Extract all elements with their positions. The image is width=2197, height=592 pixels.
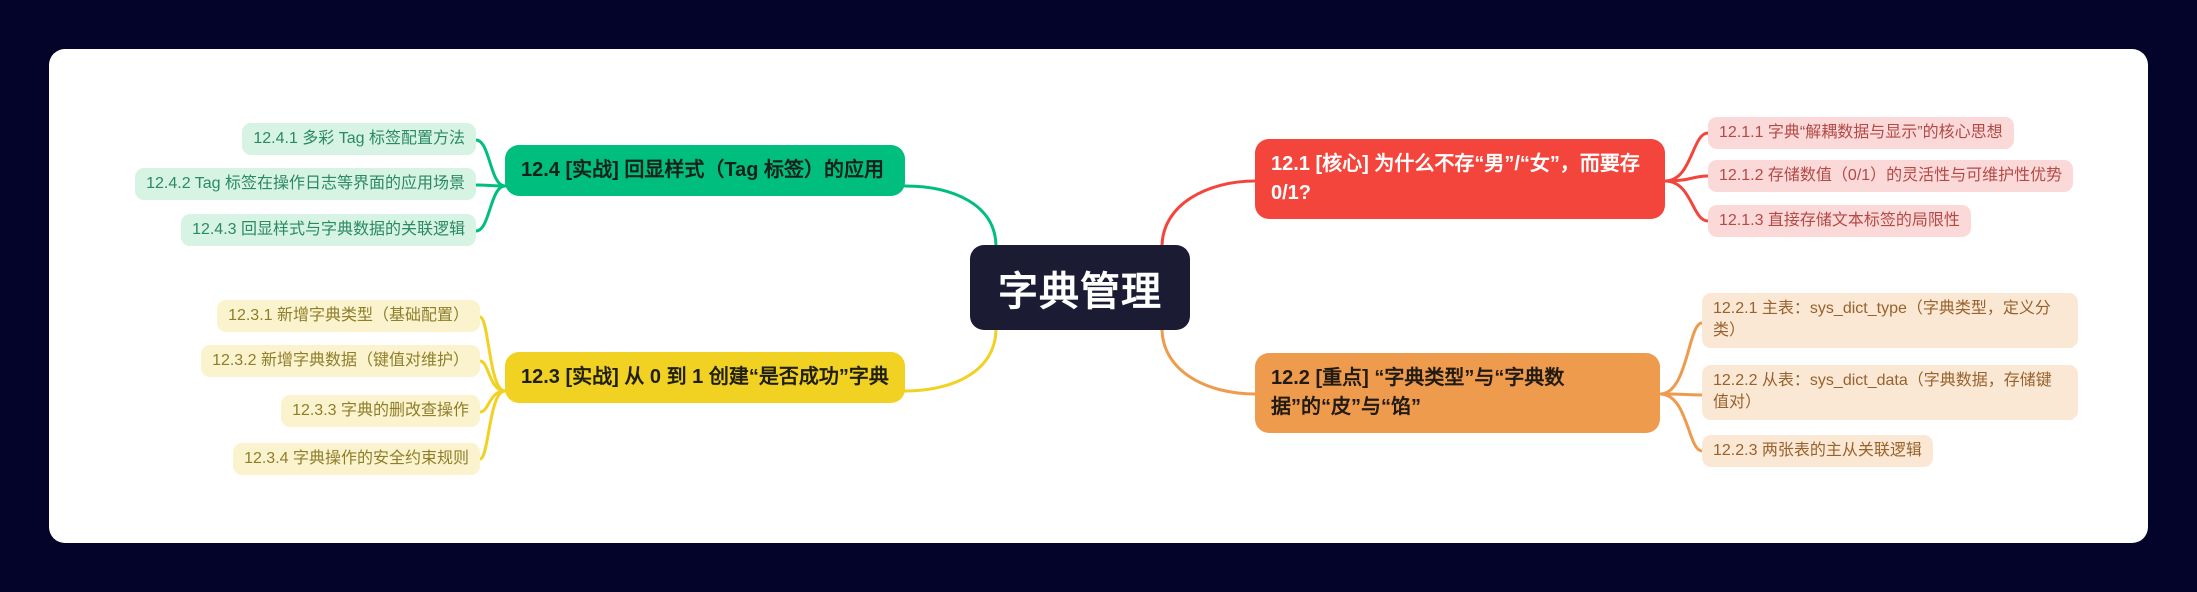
subtopic-12-4-2[interactable]: 12.4.2 Tag 标签在操作日志等界面的应用场景 [135, 168, 476, 201]
subtopic-12-2-3[interactable]: 12.2.3 两张表的主从关联逻辑 [1702, 435, 1933, 468]
subtopic-12-4-1[interactable]: 12.4.1 多彩 Tag 标签配置方法 [242, 123, 476, 156]
subtopic-12-2-1[interactable]: 12.2.1 主表：sys_dict_type（字典类型，定义分类） [1702, 293, 2078, 348]
subtopic-12-3-4[interactable]: 12.3.4 字典操作的安全约束规则 [233, 443, 480, 476]
subtopic-12-3-2[interactable]: 12.3.2 新增字典数据（键值对维护） [201, 345, 480, 378]
subtopic-12-1-1[interactable]: 12.1.1 字典“解耦数据与显示”的核心思想 [1708, 117, 2014, 150]
subtopic-12-3-1[interactable]: 12.3.1 新增字典类型（基础配置） [217, 300, 480, 333]
topic-12-4[interactable]: 12.4 [实战] 回显样式（Tag 标签）的应用 [505, 145, 905, 197]
topic-12-3[interactable]: 12.3 [实战] 从 0 到 1 创建“是否成功”字典 [505, 352, 905, 404]
subtopic-12-2-2[interactable]: 12.2.2 从表：sys_dict_data（字典数据，存储键值对） [1702, 365, 2078, 420]
topic-12-1[interactable]: 12.1 [核心] 为什么不存“男”/“女”，而要存 0/1? [1255, 139, 1665, 220]
subtopic-12-1-3[interactable]: 12.1.3 直接存储文本标签的局限性 [1708, 205, 1971, 238]
subtopic-12-1-2[interactable]: 12.1.2 存储数值（0/1）的灵活性与可维护性优势 [1708, 160, 2074, 193]
subtopic-12-3-3[interactable]: 12.3.3 字典的删改查操作 [281, 395, 480, 428]
subtopic-12-4-3[interactable]: 12.4.3 回显样式与字典数据的关联逻辑 [181, 214, 476, 247]
topic-12-2[interactable]: 12.2 [重点] “字典类型”与“字典数据”的“皮”与“馅” [1255, 353, 1660, 434]
root-topic[interactable]: 字典管理 [970, 245, 1190, 330]
